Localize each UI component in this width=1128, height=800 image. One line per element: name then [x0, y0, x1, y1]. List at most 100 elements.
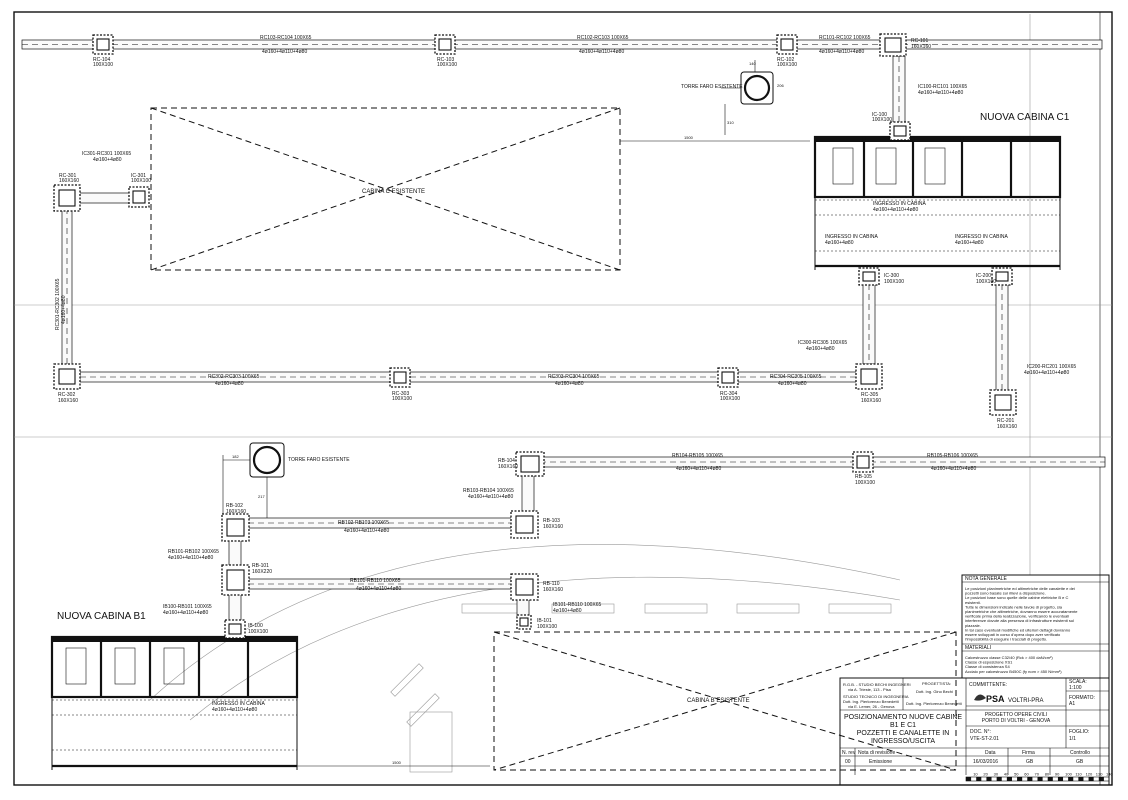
- lighting-tower-bottom: TORRE FARO ESISTENTE 182 217 1500: [222, 442, 490, 767]
- pit-rc301-size: 160X160: [59, 178, 79, 184]
- run-rc303-rc304-name: RC303-RC304 100X65: [548, 374, 600, 380]
- scale-segment: [1068, 777, 1074, 781]
- rev-header-date: Data: [985, 750, 996, 756]
- pit-rb110-id: RB-110: [543, 581, 560, 587]
- client-label: COMMITTENTE:: [969, 682, 1007, 688]
- run-rc302-rc303-name: RC302-RC303 100X65: [208, 374, 260, 380]
- notes-general-line: essere sviluppati in corso d'opera dopo …: [965, 632, 1061, 637]
- existing-cabin-c-label: CABINA C ESISTENTE: [362, 189, 425, 195]
- run-rc301-rc302-spec: 4ø160+4ø80: [61, 295, 67, 324]
- dim-bottom-3: 1500: [392, 760, 402, 765]
- rev-header-n: N. rev: [842, 750, 856, 756]
- pit-rc104-id: RC-104: [93, 57, 110, 63]
- scale-segment: [1017, 777, 1023, 781]
- doc-value: VTE-ST-2.01: [970, 736, 999, 742]
- notes-general-title: NOTA GENERALE: [965, 576, 1008, 582]
- scale-tick-label: 130: [1096, 772, 1103, 777]
- scale-tick-label: 70: [1035, 772, 1040, 777]
- studio2-name: STUDIO TECNICO DI INGEGNERIA: [843, 694, 909, 699]
- pit-rc302-size: 160X160: [58, 398, 78, 404]
- run-rb103-rb104-spec: 4ø160+4ø110+4ø80: [468, 494, 513, 500]
- sheet-value: 1/1: [1069, 736, 1076, 742]
- dim-top-2: 206: [777, 83, 784, 88]
- pit-rc305-id: RC-305: [861, 392, 878, 398]
- pit-rb103-id: RB-103: [543, 518, 560, 524]
- pit-ic200-id: IC-200: [976, 273, 991, 279]
- pit-rb101-size: 160X220: [252, 569, 272, 575]
- pit-labels-top: RC-104 100X100 RC-103 100X100 RC-102 100…: [58, 38, 1017, 430]
- run-rb102-rb103-spec: 4ø160+4ø110+4ø80: [344, 528, 389, 534]
- pit-ic301-id: IC-301: [131, 173, 146, 179]
- trench-rb103-rb104: [521, 471, 535, 515]
- doc-label: DOC. N°:: [970, 729, 991, 735]
- run-ib101-rb110-name: IB101-RB110 100X65: [553, 602, 601, 608]
- rev-row-check: GB: [1076, 759, 1084, 765]
- scale-label: SCALA:: [1069, 679, 1087, 685]
- run-ic301-rc301-name: IC301-RC301 100X65: [82, 151, 131, 157]
- run-rc304-rc305-name: RC304-RC305 100X65: [770, 374, 822, 380]
- run-rc304-rc305-spec: 4ø160+4ø80: [778, 381, 807, 387]
- scale-tick-label: 20: [983, 772, 988, 777]
- pit-rb104-size: 160X160: [498, 464, 518, 470]
- pit-ic100-id: IC-100: [872, 112, 887, 118]
- pits-top: [53, 33, 1017, 416]
- scale-segment: [1088, 777, 1094, 781]
- designer-2: Dott. Ing. Pierlorenzo Benedetti: [906, 701, 962, 706]
- dim-top-4: 1500: [684, 135, 694, 140]
- run-ib101-rb110-spec: 4ø160+4ø80: [553, 608, 582, 614]
- scale-tick-label: 50: [1014, 772, 1019, 777]
- new-cabin-b1: NUOVA CABINA B1 INGRESSO IN CABINA 4ø160…: [50, 611, 299, 770]
- studio2-addr: via E. Lemer, 26 - Genova: [848, 704, 895, 709]
- entry-c1-1-spec: 4ø160+4ø110+4ø80: [873, 207, 918, 213]
- pit-rc103-id: RC-103: [437, 57, 454, 63]
- existing-cabin-c: CABINA C ESISTENTE: [150, 107, 621, 271]
- dim-top-3: 310: [727, 120, 734, 125]
- run-rc302-rc303-spec: 4ø160+4ø80: [215, 381, 244, 387]
- parking-stripes: [390, 603, 892, 773]
- pit-rc103-size: 100X100: [437, 62, 457, 68]
- run-rc101-rc102-name: RC101-RC102 100X65: [819, 35, 871, 41]
- scale-tick-label: 80: [1045, 772, 1050, 777]
- studio1-name: R.G.B. - STUDIO BECHI INGEGNERI: [843, 682, 911, 687]
- drawing-title-4: INGRESSO/USCITA: [871, 738, 935, 745]
- run-rc103-rc104-name: RC103-RC104 100X65: [260, 35, 312, 41]
- run-ic200-rc201-spec: 4ø160+4ø110+4ø80: [1024, 370, 1069, 376]
- entry-b1-label: INGRESSO IN CABINA: [212, 701, 265, 707]
- pit-ic300-id: IC-300: [884, 273, 899, 279]
- scale-tick-label: 100: [1065, 772, 1072, 777]
- pit-ic200-size: 100X100: [976, 279, 996, 285]
- scale-tick-label: 60: [1024, 772, 1029, 777]
- plan-top: CABINA C ESISTENTE TORRE FARO ESISTENTE …: [21, 33, 1103, 430]
- notes-general-line: verificate prima della realizzazione, ve…: [965, 614, 1069, 619]
- pit-rc302-id: RC-302: [58, 392, 75, 398]
- scale-tick-label: 140: [1106, 772, 1113, 777]
- run-ic100-rc101-name: IC100-RC101 100X65: [918, 84, 967, 90]
- dim-bottom-2: 217: [258, 494, 265, 499]
- notes-materials-lines: Calcestruzzo classe C32/40 (Rck > 400 da…: [965, 655, 1062, 674]
- trench-ib100-rb101: [228, 593, 242, 623]
- sheet-label: FOGLIO:: [1069, 729, 1089, 735]
- pit-ic100-size: 100X100: [872, 117, 892, 123]
- rev-row-n: 00: [845, 759, 851, 765]
- rev-row-date: 16/03/2016: [973, 759, 998, 765]
- studio1-addr: via A. Trieste, 113 - Pisa: [848, 687, 892, 692]
- scale-tick-label: 120: [1086, 772, 1093, 777]
- drawing-title-3: POZZETTI E CANALETTE IN: [857, 730, 950, 737]
- notes-general-lines: Le posizioni planimetriche ed altimetric…: [965, 586, 1078, 642]
- entry-c1-2-label: INGRESSO IN CABINA: [825, 234, 878, 240]
- notes-general-line: pozzetti sono basate sui rilievi a dispo…: [965, 591, 1046, 596]
- run-rb102-rb103-name: RB102-RB103 100X65: [338, 520, 389, 526]
- pit-rc301-id: RC-301: [59, 173, 76, 179]
- scale-segment: [1098, 777, 1104, 781]
- pit-rb103-size: 160X160: [543, 524, 563, 530]
- notes-general-line: piazzale.: [965, 623, 981, 628]
- run-rb101-rb102-name: RB101-RB102 100X65: [168, 549, 219, 555]
- run-rc103-rc104-spec: 4ø160+4ø110+4ø80: [262, 49, 307, 55]
- new-cabin-c1: NUOVA CABINA C1 INGRESSO IN CABINA 4ø160…: [813, 112, 1070, 270]
- tower-top-label: TORRE FARO ESISTENTE: [681, 84, 743, 90]
- designer-1: Dott. Ing. Gino Bechi: [916, 689, 953, 694]
- pit-rc201-id: RC-201: [997, 418, 1014, 424]
- entry-c1-3-spec: 4ø160+4ø80: [955, 240, 984, 246]
- pit-ib100-size: 100X100: [248, 629, 268, 635]
